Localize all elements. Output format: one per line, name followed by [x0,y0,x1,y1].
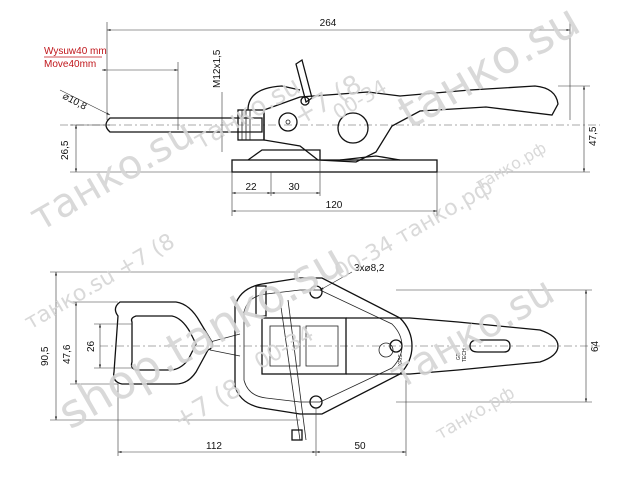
watermark-text: танко.su [22,110,202,241]
dim-112-label: 112 [206,441,222,452]
mounting-hole-right [389,339,403,353]
plan-view: 3x⌀8,2 [40,263,601,456]
dim-264-label: 264 [320,18,337,29]
dim-47-5-label: 47,5 [588,126,599,146]
dimension-base: 22 30 120 [231,160,438,216]
wire-bail [247,85,301,111]
watermark-text: танко.su [382,268,562,399]
mechanism [255,285,394,441]
note-line-1: Wysuw40 mm [44,46,107,57]
side-view: 264 Wysuw40 mm Move40mm ⌀10,8 M12x1,5 [44,18,600,216]
watermark-layer: танко.su +7 (8 00-34 танко.рф танко.su +… [21,0,589,444]
dim-26-5-label: 26,5 [60,140,71,160]
watermark-text: танко.su +7 (8 [21,229,180,335]
pivot-circle [278,112,298,132]
mounting-hole-top [309,285,323,299]
dim-120-label: 120 [326,200,343,211]
dim-22-label: 22 [245,182,257,193]
dimension-26-5: 26,5 [60,124,232,173]
watermark-text: танко.рф [432,382,518,444]
dimension-64: 64 [396,289,601,403]
lever-hole [337,112,369,144]
base-plate [231,149,438,173]
holes-label: 3x⌀8,2 [354,263,385,274]
note-line-2: Move40mm [44,59,96,70]
dim-30-label: 30 [288,182,300,193]
safety-catch [295,58,313,104]
dimension-holes: 3x⌀8,2 [319,263,385,291]
dim-47-6-label: 47,6 [62,344,73,364]
handle-loop [100,301,600,385]
dimension-26: 26 [86,323,132,369]
dim-64-label: 64 [590,340,601,352]
dimension-diameter: ⌀10,8 [59,89,111,116]
dim-26-label: 26 [86,340,97,352]
lever-handle: KRIS GR TECH [346,317,559,375]
dimension-thread: M12x1,5 [212,49,223,152]
diameter-label: ⌀10,8 [61,91,89,113]
brand-text: KRIS [398,354,404,366]
watermark-text: tанко.su [389,0,589,140]
dim-90-5-label: 90,5 [40,346,51,366]
dimension-90-5: 90,5 [40,271,300,421]
thread-label: M12x1,5 [212,49,223,88]
stroke-note: Wysuw40 mm Move40mm [44,46,179,130]
dim-50-label: 50 [354,441,366,452]
mark-sub-text: TECH [462,348,468,362]
dimension-47-6: 47,6 [62,301,118,385]
watermark-text: +7 (8 [169,373,247,436]
mark-text: GR [456,352,462,360]
watermark-text: 00-34 танко.рф [331,174,498,285]
dimension-bottom: 112 50 [117,380,407,456]
dimension-47-5: 47,5 [437,85,599,173]
